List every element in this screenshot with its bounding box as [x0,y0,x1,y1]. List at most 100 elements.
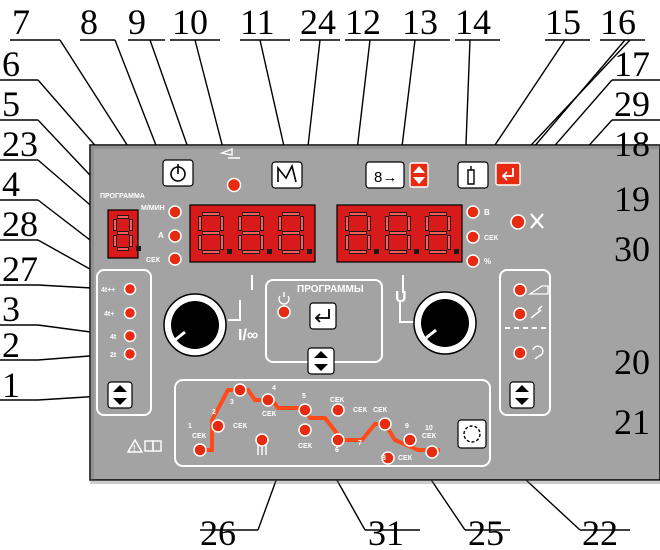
callout-30: 30 [614,229,650,269]
gas-type-led [513,346,527,360]
unit-mmin: М/МИН [141,205,165,212]
cycle-chart-frame [174,379,491,467]
chart-led-5 [298,403,312,417]
chart-step-3: 3 [230,399,234,406]
spot-button[interactable] [457,419,487,449]
chart-sek-7: СЕК [373,407,388,414]
spool-icon: 8→ [374,169,397,186]
arc-mode-button[interactable] [271,161,303,189]
chart-led-10 [381,451,395,465]
unit-pct: % [484,257,491,266]
unit-a: А [158,231,164,240]
left-knob[interactable] [163,293,227,357]
mode-4t-led [123,329,137,343]
chart-sek-1: СЕК [192,433,207,440]
programs-updown-button[interactable] [307,347,335,375]
callout-11: 11 [240,2,275,42]
pulse-icon [257,444,267,455]
callout-17: 17 [614,44,650,84]
mode-2t-led [123,347,137,361]
callout-20: 20 [614,342,650,382]
chart-sek-4: СЕК [298,443,313,450]
chart-led-7 [298,423,312,437]
unit-a-led [168,229,182,243]
warning-book-icon: ! [126,438,162,453]
mode-4tp-label: 4t+ [104,311,114,318]
callout-10: 10 [172,2,208,42]
programs-block: ПРОГРАММЫ [277,284,364,375]
callout-13: 13 [402,2,438,42]
chart-led-12 [425,445,439,459]
chart-led-4 [261,393,275,407]
right-main-display [336,204,463,263]
left-main-display [189,204,316,263]
left-digit-3 [278,212,312,254]
unit-v-led [466,205,480,219]
callout-22: 22 [582,513,618,550]
chart-step-5: 5 [302,393,306,400]
mode-4t-label: 4t [110,334,117,341]
left-digit-2 [238,212,272,254]
callout-25: 25 [468,513,504,550]
chart-sek-5: СЕК [330,397,345,404]
chart-led-8 [331,433,345,447]
callout-21: 21 [614,402,650,442]
chart-step-9: 9 [405,423,409,430]
gas-torch-icon [219,147,240,159]
gas-updown-button[interactable] [509,381,535,409]
arc-wave-icon [277,163,297,183]
callout-9: 9 [128,2,146,42]
power-button[interactable] [162,159,194,187]
callout-4: 4 [2,164,20,204]
chart-led-6 [331,403,345,417]
callout-24: 24 [300,2,336,42]
callout-15: 15 [545,2,581,42]
mode-4tp-led [123,306,137,320]
chart-led-3 [233,383,247,397]
gas-check-led [226,177,242,193]
torch-icon [467,166,475,185]
chart-led-1 [193,443,207,457]
left-knob-label: I/∞ [238,327,258,344]
unit-sek-left: СЕК [146,257,161,264]
right-digit-3 [425,212,459,254]
right-knob[interactable] [413,291,477,355]
gas-post-led [513,307,527,321]
right-digit-1 [345,212,379,254]
gas-group-frame [499,269,551,416]
callout-31: 31 [368,513,404,550]
enter-mode-icon[interactable] [495,162,521,186]
svg-text:!: ! [133,444,136,453]
chart-sek-9: СЕК [422,433,437,440]
callout-7: 7 [12,2,30,42]
gas-post-icon [530,305,543,319]
unit-sek-right-led [466,230,480,244]
wire-feed-updown-icon[interactable] [409,162,429,188]
mode-selector: 4t++ 4t+ 4t 2t [101,282,137,409]
unit-mmin-led [168,205,182,219]
unit-v: В [484,208,490,217]
wire-feed-button[interactable]: 8→ [365,161,405,189]
program-display: ПРОГРАММА [100,193,145,259]
right-digit-2 [385,212,419,254]
mode-4tpp-led [123,282,137,296]
chart-step-6: 6 [335,447,339,454]
program-label: ПРОГРАММА [100,193,145,200]
callout-12: 12 [345,2,381,42]
left-units: М/МИН А СЕК [141,205,182,266]
gas-bottle-icon [532,345,544,360]
gas-pre-led [513,283,527,297]
callout-28: 28 [2,204,38,244]
mode-updown-button[interactable] [107,381,133,409]
chart-led-9 [378,417,392,431]
unit-pct-led [466,254,480,268]
callout-5: 5 [2,84,20,124]
unit-sek-left-led [168,252,182,266]
torch-trigger-button[interactable] [457,161,489,189]
programs-enter-button[interactable] [309,302,337,330]
callout-3: 3 [2,289,20,329]
error-led [510,214,526,230]
